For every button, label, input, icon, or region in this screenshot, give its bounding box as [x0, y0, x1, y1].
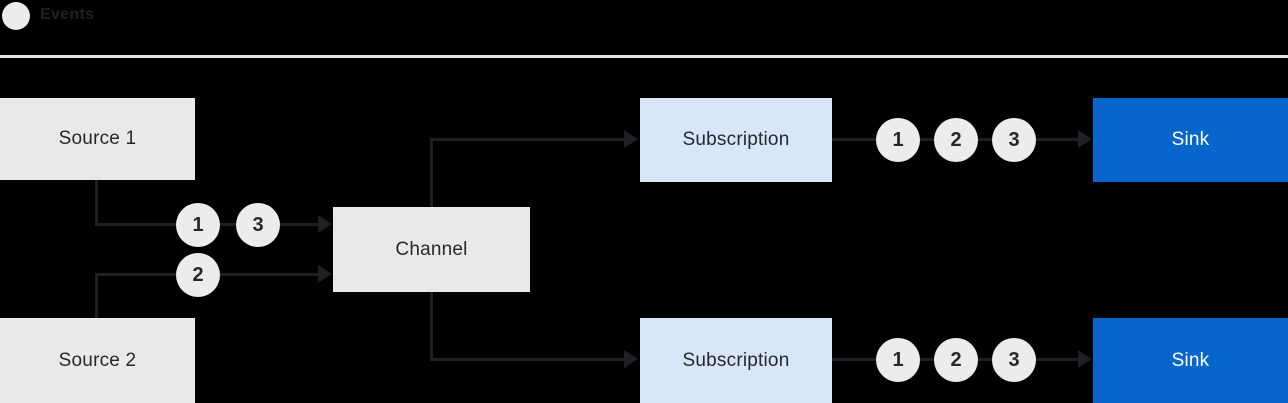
event-legend-swatch-icon: [2, 2, 30, 30]
node-subscription-top: Subscription: [640, 98, 832, 182]
arrow-head-icon: [1078, 350, 1092, 368]
connector-source1-vertical: [95, 180, 98, 226]
arrow-head-icon: [318, 265, 332, 283]
event-circle: 2: [176, 253, 220, 297]
event-circle: 3: [992, 338, 1036, 382]
node-channel: Channel: [333, 207, 530, 292]
connector-channel-to-subscription-top: [430, 138, 626, 141]
node-source-1: Source 1: [0, 98, 195, 180]
event-circle: 1: [176, 203, 220, 247]
node-label: Sink: [1171, 349, 1210, 371]
arrow-head-icon: [318, 215, 332, 233]
event-circle: 3: [992, 118, 1036, 162]
connector-channel-bottom-vertical: [430, 292, 433, 361]
node-sink-bottom: Sink: [1093, 318, 1288, 403]
connector-source2-vertical: [95, 274, 98, 318]
event-circle: 3: [236, 203, 280, 247]
node-label: Sink: [1171, 129, 1210, 150]
node-label: Channel: [395, 238, 468, 260]
arrow-head-icon: [624, 130, 638, 148]
node-label: Source 2: [58, 349, 137, 371]
event-circle: 1: [876, 338, 920, 382]
event-circle: 1: [876, 118, 920, 162]
node-label: Source 1: [58, 128, 137, 149]
legend-label: Events: [40, 6, 95, 23]
connector-channel-to-subscription-bottom: [430, 358, 626, 361]
node-source-2: Source 2: [0, 318, 195, 403]
node-label: Subscription: [682, 349, 790, 371]
node-subscription-bottom: Subscription: [640, 318, 832, 403]
arrow-head-icon: [1078, 130, 1092, 148]
divider: [0, 55, 1288, 58]
arrow-head-icon: [624, 350, 638, 368]
node-label: Subscription: [682, 129, 790, 150]
connector-channel-top-vertical: [430, 139, 433, 207]
event-circle: 2: [934, 338, 978, 382]
event-circle: 2: [934, 118, 978, 162]
node-sink-top: Sink: [1093, 98, 1288, 182]
